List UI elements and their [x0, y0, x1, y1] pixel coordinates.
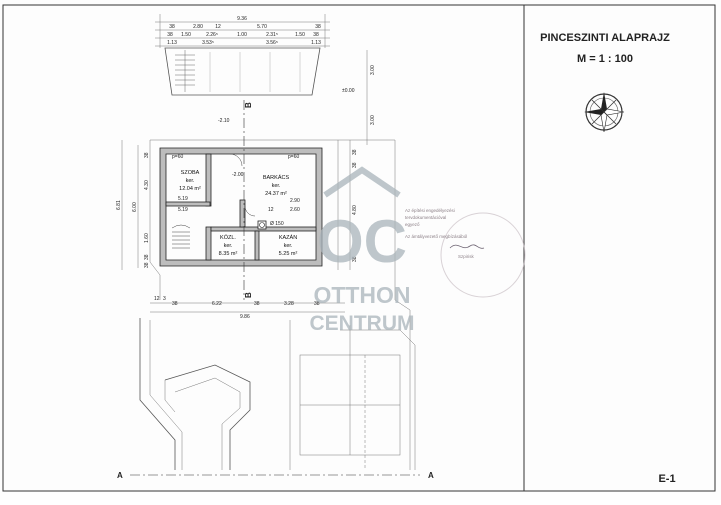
dim-left-6: 38	[144, 262, 150, 268]
dim-top-r4-0: 1.13	[167, 40, 177, 46]
dim-5-19-b: 5.19	[178, 207, 188, 213]
dim-top-r3-3: 1.00	[237, 32, 247, 38]
dim-top-r4-3: 1.13	[311, 40, 321, 46]
otthon-centrum-watermark: OC OTTHON CENTRUM	[310, 166, 415, 335]
room-floor: ker.	[224, 243, 233, 249]
section-line-a: A A	[117, 471, 434, 480]
room-floor: ker.	[284, 243, 293, 249]
signature-scribble	[449, 244, 485, 249]
dim-top-r4-2: 3.56⁵	[266, 40, 278, 46]
room-kozl: KÖZL. ker. 8.35 m²	[219, 234, 238, 257]
room-szoba: SZOBA ker. 12.04 m²	[179, 170, 201, 192]
room-name: KAZÁN	[279, 234, 297, 241]
top-dimension-chains: 9.36 38 2.80 12 5.70 38 38 1.50 2.26⁵ 1.…	[155, 14, 330, 48]
stamp-line-1: Az építési engedélyezési	[405, 208, 455, 213]
dim-top-r2-2: 12	[215, 24, 221, 30]
dim-right-1: 3.00	[370, 115, 376, 125]
dim-bottom-6: 38	[314, 301, 320, 307]
room-floor: ker.	[272, 183, 281, 189]
dim-bottom-total: 9.86	[240, 314, 250, 320]
room-area: 24.37 m²	[265, 191, 287, 197]
room-floor: ker.	[186, 178, 195, 184]
dim-top-r3-5: 1.50	[295, 32, 305, 38]
dim-right-3: 38	[352, 162, 358, 168]
window-sill-szoba: p=60	[172, 154, 183, 160]
stamp-line-3: egyező	[405, 222, 420, 227]
section-marker-b-bottom: B	[244, 292, 253, 298]
section-marker-b-top: B	[244, 102, 253, 108]
dim-right-0: 3.00	[370, 65, 376, 75]
interior-annotations: -2.10 ±0.00 -2.00 5.19 5.19 2.90 2.60 12…	[172, 88, 355, 227]
section-line-b: B B	[243, 100, 253, 300]
dim-left-0: 6.81	[116, 200, 122, 210]
dim-top-r2-0: 38	[169, 24, 175, 30]
dim-top-r2-3: 5.70	[257, 24, 267, 30]
room-barkacs: BARKÁCS ker. 24.37 m²	[263, 174, 290, 197]
watermark-line-1: OTTHON	[313, 282, 410, 308]
room-area: 5.25 m²	[279, 251, 298, 257]
chimney-diameter: Ø 150	[270, 221, 284, 227]
dim-top-r3-0: 38	[167, 32, 173, 38]
stamp-line-2: tervdokumentációval	[405, 215, 446, 220]
section-marker-a-right: A	[428, 471, 434, 480]
site-outline	[149, 139, 411, 470]
upper-entrance-area	[164, 47, 321, 96]
dim-left-3: 1.60	[144, 233, 150, 243]
sheet-number: E-1	[658, 473, 675, 485]
room-area: 12.04 m²	[179, 186, 201, 192]
watermark-line-2: CENTRUM	[310, 312, 415, 335]
room-name: KÖZL.	[220, 234, 236, 241]
dim-left-5: 38	[144, 254, 150, 260]
dim-top-r3-4: 2.31⁵	[266, 32, 278, 38]
bottom-dimension-chains: 12 3 38 6.22 38 3.28 38 9.86	[150, 296, 345, 320]
left-vertical-dimensions: 6.81 6.00 4.30 1.60 38 38 38	[116, 140, 150, 270]
basement-plan	[159, 147, 323, 267]
section-marker-a-left: A	[117, 471, 123, 480]
ground-floor-outline	[139, 318, 416, 470]
dim-bottom-5: 3.28	[284, 301, 294, 307]
room-area: 8.35 m²	[219, 251, 238, 257]
dim-bottom-3: 6.22	[212, 301, 222, 307]
drawing-scale: M = 1 : 100	[577, 53, 633, 65]
dim-top-total: 9.36	[237, 16, 247, 22]
dim-right-2: 38	[352, 149, 358, 155]
drawing-title: PINCESZINTI ALAPRAJZ	[540, 32, 670, 44]
level-mark-zero: ±0.00	[342, 88, 355, 94]
room-name: BARKÁCS	[263, 174, 290, 181]
right-vertical-dimensions: 3.00 3.00 38 38 4.80 38	[349, 50, 376, 270]
stamp-line-5: Szpirisk	[458, 254, 475, 259]
watermark-roof-icon	[323, 166, 401, 198]
dim-bottom-0: 12	[154, 296, 160, 302]
dim-2-90: 2.90	[290, 198, 300, 204]
dim-top-r3-1: 1.50	[181, 32, 191, 38]
dim-right-4: 4.80	[352, 205, 358, 215]
dim-top-r2-1: 2.80	[193, 24, 203, 30]
sheet-border	[2, 4, 716, 492]
dim-right-5: 38	[352, 256, 358, 262]
dim-bottom-4: 38	[254, 301, 260, 307]
dim-left-2: 4.30	[144, 180, 150, 190]
level-mark-minus-2-00: -2.00	[232, 172, 244, 178]
level-mark-minus-2-10: -2.10	[218, 118, 230, 124]
dim-bottom-1: 3	[163, 296, 166, 302]
room-name: SZOBA	[181, 170, 200, 176]
dim-top-r3-6: 38	[313, 32, 319, 38]
dim-top-r4-1: 3.53⁵	[202, 40, 214, 46]
dim-left-4: 38	[144, 152, 150, 158]
dim-left-1: 6.00	[132, 202, 138, 212]
dim-bottom-2: 38	[172, 301, 178, 307]
dim-top-r2-4: 38	[315, 24, 321, 30]
dim-12: 12	[268, 207, 274, 213]
room-kazan: KAZÁN ker. 5.25 m²	[279, 234, 298, 257]
dim-top-r3-2: 2.26⁵	[206, 32, 218, 38]
compass-rose-icon	[584, 92, 625, 133]
watermark-logo: OC	[317, 208, 407, 275]
dim-2-60: 2.60	[290, 207, 300, 213]
approval-stamp: Az építési engedélyezési tervdokumentáci…	[405, 208, 526, 298]
dim-5-19-a: 5.19	[178, 196, 188, 202]
window-sill-barkacs: p=60	[288, 154, 299, 160]
stamp-line-4: Az ámtályvezető megbízásából	[405, 234, 467, 239]
